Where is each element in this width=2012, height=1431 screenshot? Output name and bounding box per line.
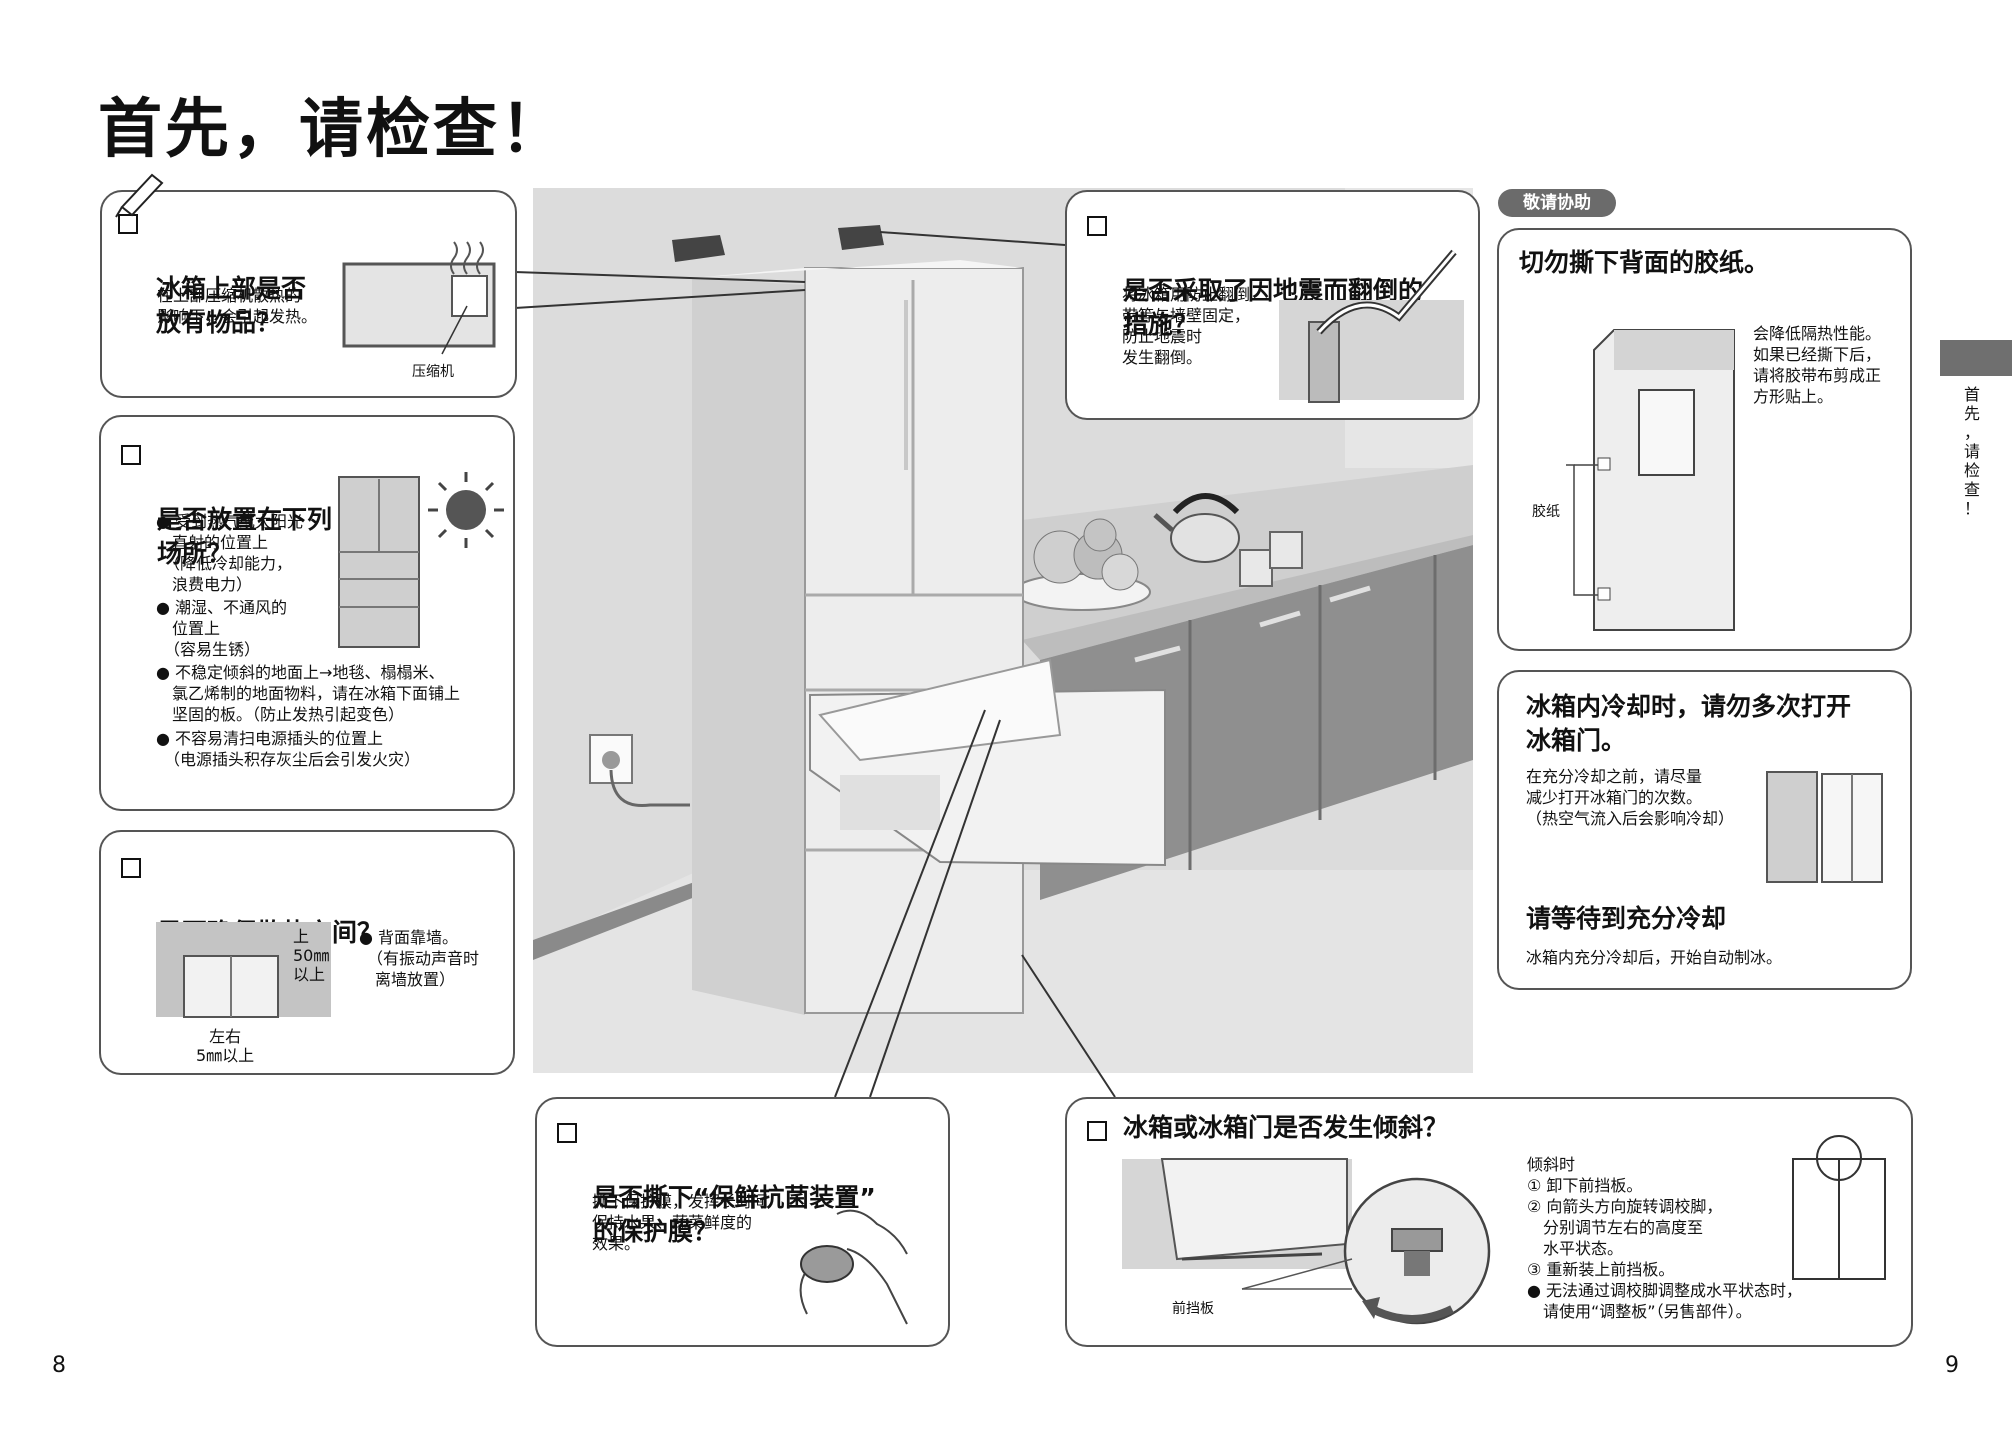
earthquake-box: 是否采取了因地震而翻倒的 措施？ 将冰箱用防止翻倒 带等与墙壁固定， 防止地震时… xyxy=(1065,190,1480,420)
tape-desc: 会降低隔热性能。 如果已经撕下后， 请将胶带布剪成正 方形贴上。 xyxy=(1753,324,1882,406)
fridge-back-illustration xyxy=(1566,329,1735,631)
film-box: 是否撕下“保鲜抗菌装置” 的保护膜？ 撕下保护膜，发挥长时间 保持水果、蔬菜鲜度… xyxy=(535,1097,950,1347)
top-items-box: 冰箱上部是否 放有物品？ 在上部压缩机散热的 影响下，会引起发热。 压缩机 xyxy=(100,173,517,398)
fridge-sun-illustration xyxy=(338,472,504,648)
film-desc: 撕下保护膜，发挥长时间 保持水果、蔬菜鲜度的 效果。 xyxy=(592,1192,769,1253)
compressor-label: 压缩机 xyxy=(412,364,454,380)
tape-title: 切勿撕下背面的胶纸。 xyxy=(1519,248,1770,277)
earthquake-desc: 将冰箱用防止翻倒 带等与墙壁固定， 防止地震时 发生翻倒。 xyxy=(1122,285,1251,367)
film-title: 是否撕下“保鲜抗菌装置” 的保护膜？ xyxy=(557,1113,876,1249)
checkbox-icon xyxy=(121,445,141,465)
side-tab xyxy=(1940,340,2012,376)
cooling-title: 冰箱内冷却时，请勿多次打开 冰箱门。 xyxy=(1526,692,1852,755)
peel-film-hands-illustration xyxy=(799,1209,908,1325)
location-bullet-plug: ● 不容易清扫电源插头的位置上 （电源插头积存灰尘后会引发火灾） xyxy=(156,729,421,769)
checkbox-icon xyxy=(557,1123,577,1143)
tape-label: 胶纸 xyxy=(1532,504,1560,520)
cooling-wait-title: 请等待到充分冷却 xyxy=(1526,904,1727,933)
open-door-illustration xyxy=(1766,771,1883,883)
pencil-icon xyxy=(115,173,164,218)
adjust-foot-illustration xyxy=(1122,1158,1491,1325)
location-title: 是否放置在下列 场所？ xyxy=(121,435,332,571)
location-bullet-heat: ● 受到热气或太阳光 直射的位置上 （降低冷却能力， 浪费电力） xyxy=(156,512,304,594)
tilt-steps: 倾斜时 ① 卸下前挡板。 ② 向箭头方向旋转调校脚， 分别调节左右的高度至 水平… xyxy=(1527,1155,1803,1321)
cooling-box: 冰箱内冷却时，请勿多次打开 冰箱门。 在充分冷却之前，请尽量 减少打开冰箱门的次… xyxy=(1497,670,1912,990)
location-bullet-humid: ● 潮湿、不通风的 位置上 （容易生锈） xyxy=(156,598,288,659)
clearance-diagram xyxy=(156,922,331,1018)
tape-box: 切勿撕下背面的胶纸。 会降低隔热性能。 如果已经撕下后， 请将胶带布剪成正 方形… xyxy=(1497,228,1912,651)
compressor-illustration xyxy=(342,241,496,355)
location-box: 是否放置在下列 场所？ ● 受到热气或太阳光 直射的位置上 （降低冷却能力， 浪… xyxy=(99,415,515,811)
front-cover-label: 前挡板 xyxy=(1172,1301,1214,1317)
checkbox-icon xyxy=(1087,1121,1107,1141)
checkbox-icon xyxy=(1087,216,1107,236)
tilt-title: 冰箱或冰箱门是否发生倾斜？ xyxy=(1087,1111,1448,1145)
side-tab-text: 首 先 ， 请 检 查 ！ xyxy=(1963,385,1980,518)
door-level-illustration xyxy=(1792,1135,1886,1280)
location-bullet-unstable: ● 不稳定倾斜的地面上→地毯、榻榻米、 氯乙烯制的地面物料，请在冰箱下面铺上 坚… xyxy=(156,663,461,724)
space-desc: ● 背面靠墙。 （有振动声音时 离墙放置） xyxy=(359,928,480,989)
top-items-title: 冰箱上部是否 放有物品？ xyxy=(118,204,306,340)
anti-tip-strap-illustration xyxy=(1279,249,1464,403)
clearance-top-label: 上 50㎜ 以上 xyxy=(293,927,330,984)
tilt-box: 冰箱或冰箱门是否发生倾斜？ 前挡板 倾斜时 ① 卸下前挡板。 ② 向箭头方向旋转… xyxy=(1065,1097,1913,1347)
checkbox-icon xyxy=(121,858,141,878)
cooling-wait-desc: 冰箱内充分冷却后，开始自动制冰。 xyxy=(1526,948,1783,967)
space-box: 是否确保散热空间？ 上 50㎜ 以上 左右 5㎜以上 ● 背面靠墙。 （有振动声… xyxy=(99,830,515,1075)
assistance-badge: 敬请协助 xyxy=(1498,189,1616,217)
cooling-desc: 在充分冷却之前，请尽量 减少打开冰箱门的次数。 （热空气流入后会影响冷却） xyxy=(1526,767,1735,828)
page-number-right: 9 xyxy=(1945,1353,1959,1378)
page-title: 首先，请检查！ xyxy=(98,93,567,167)
top-items-desc: 在上部压缩机散热的 影响下，会引起发热。 xyxy=(157,286,318,326)
clearance-side-label: 左右 5㎜以上 xyxy=(196,1027,255,1065)
page-number-left: 8 xyxy=(52,1353,66,1378)
checked-checkbox-icon xyxy=(118,214,138,234)
